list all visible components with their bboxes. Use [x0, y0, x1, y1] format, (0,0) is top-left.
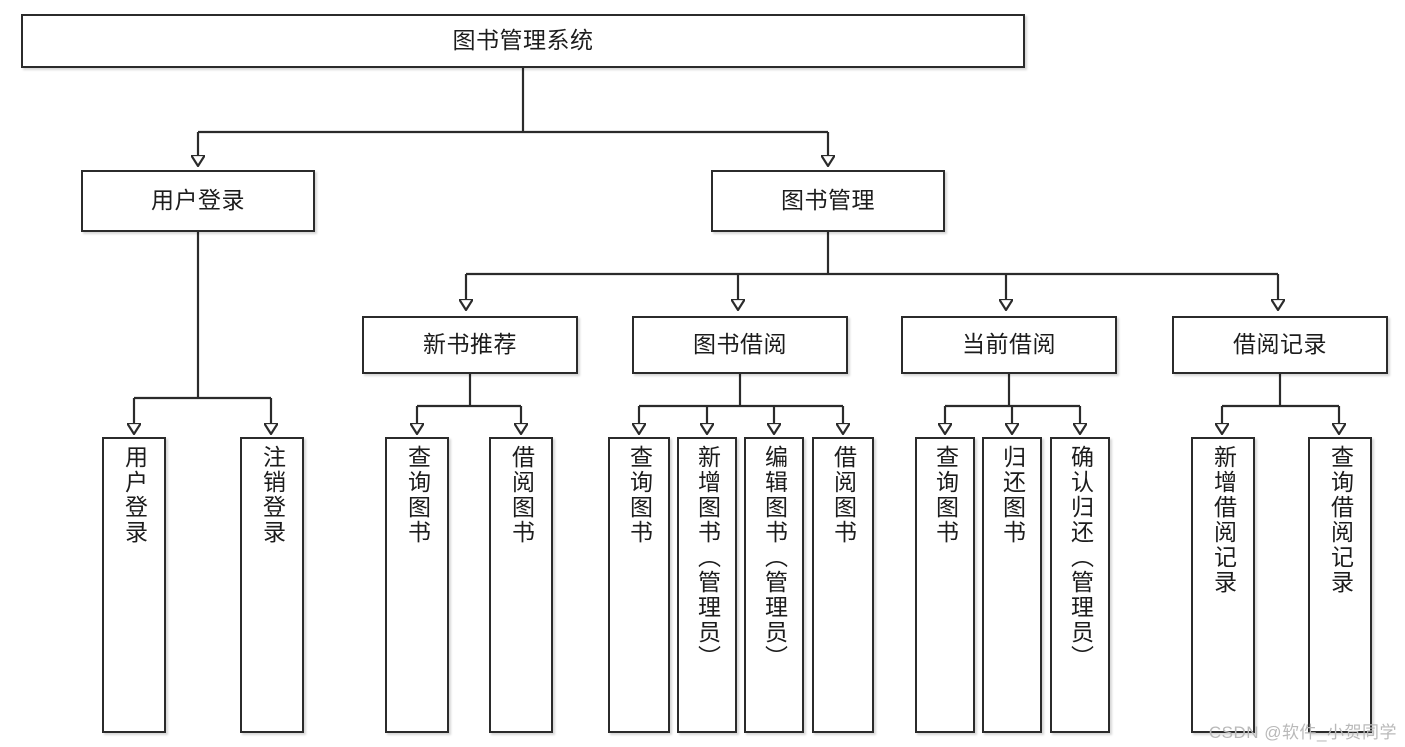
node-label: 图书借阅 — [693, 331, 787, 358]
node-current-borrow[interactable]: 当前借阅 — [901, 316, 1117, 374]
node-borrow-record[interactable]: 借阅记录 — [1172, 316, 1388, 374]
leaf-add-book-admin[interactable]: 新增图书（管理员） — [677, 437, 737, 733]
node-label: 查询图书 — [404, 445, 431, 545]
leaf-borrow-book[interactable]: 借阅图书 — [812, 437, 874, 733]
node-book-management[interactable]: 图书管理 — [711, 170, 945, 232]
node-label: 借阅图书 — [830, 445, 857, 545]
leaf-add-borrow-record[interactable]: 新增借阅记录 — [1191, 437, 1255, 733]
node-root-system[interactable]: 图书管理系统 — [21, 14, 1025, 68]
node-label: 用户登录 — [121, 445, 148, 545]
node-label: 借阅记录 — [1233, 331, 1327, 358]
node-label: 图书管理系统 — [452, 27, 594, 54]
leaf-user-login[interactable]: 用户登录 — [102, 437, 166, 733]
leaf-borrow-book-new[interactable]: 借阅图书 — [489, 437, 553, 733]
leaf-confirm-return-admin[interactable]: 确认归还（管理员） — [1050, 437, 1110, 733]
node-label: 借阅图书 — [508, 445, 535, 545]
node-label: 用户登录 — [151, 187, 245, 214]
node-label: 查询图书 — [626, 445, 653, 545]
node-label: 查询图书 — [932, 445, 959, 545]
node-label: 归还图书 — [999, 445, 1026, 545]
leaf-query-book-new[interactable]: 查询图书 — [385, 437, 449, 733]
node-label: 确认归还（管理员） — [1067, 445, 1094, 670]
leaf-edit-book-admin[interactable]: 编辑图书（管理员） — [744, 437, 804, 733]
leaf-logout[interactable]: 注销登录 — [240, 437, 304, 733]
leaf-query-borrow-record[interactable]: 查询借阅记录 — [1308, 437, 1372, 733]
node-book-borrow[interactable]: 图书借阅 — [632, 316, 848, 374]
node-label: 编辑图书（管理员） — [761, 445, 788, 670]
node-label: 查询借阅记录 — [1327, 445, 1354, 595]
node-label: 图书管理 — [781, 187, 875, 214]
watermark: CSDN @软件_小贺同学 — [1208, 723, 1397, 742]
node-new-book-recommend[interactable]: 新书推荐 — [362, 316, 578, 374]
node-label: 当前借阅 — [962, 331, 1056, 358]
leaf-query-book-borrow[interactable]: 查询图书 — [608, 437, 670, 733]
leaf-return-book[interactable]: 归还图书 — [982, 437, 1042, 733]
node-label: 新增图书（管理员） — [694, 445, 721, 670]
node-user-login[interactable]: 用户登录 — [81, 170, 315, 232]
node-label: 新书推荐 — [423, 331, 517, 358]
leaf-query-book-current[interactable]: 查询图书 — [915, 437, 975, 733]
node-label: 注销登录 — [259, 445, 286, 545]
node-label: 新增借阅记录 — [1210, 445, 1237, 595]
